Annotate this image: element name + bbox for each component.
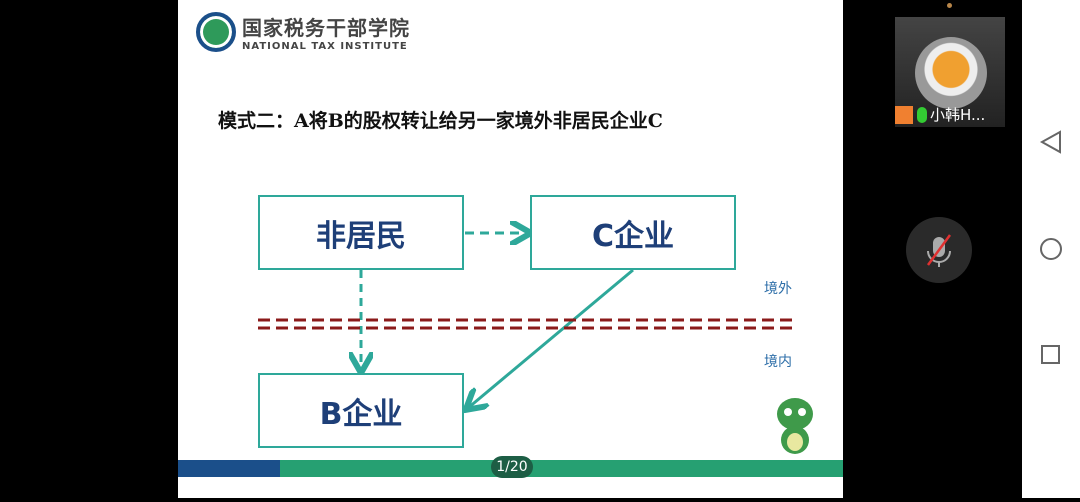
- participant-tile[interactable]: 小韩H...: [895, 17, 1005, 127]
- mute-button[interactable]: [906, 217, 972, 283]
- label-overseas: 境外: [764, 281, 792, 297]
- recents-icon: [1041, 345, 1060, 364]
- camera-dot: [947, 3, 952, 8]
- home-icon: [1040, 238, 1062, 260]
- logo: 国家税务干部学院 NATIONAL TAX INSTITUTE: [196, 12, 410, 52]
- user-icon: [895, 105, 913, 124]
- logo-en: NATIONAL TAX INSTITUTE: [242, 41, 408, 52]
- mic-off-icon: [926, 234, 952, 267]
- seal-icon: [196, 12, 236, 52]
- label-domestic: 境内: [764, 354, 792, 370]
- box-c-company: C企业: [530, 195, 736, 270]
- avatar: [915, 37, 987, 109]
- dragon-mascot-icon: [777, 398, 813, 454]
- back-icon: [1039, 130, 1061, 154]
- diagram-lines: [258, 0, 798, 498]
- slide-title: 模式二：A将B的股权转让给另一家境外非居民企业C: [218, 110, 663, 132]
- arrow-c-to-b: [468, 268, 634, 408]
- box-b-company: B企业: [258, 373, 464, 448]
- logo-cn: 国家税务干部学院: [242, 16, 410, 40]
- android-nav-bar: [1022, 0, 1080, 498]
- mic-icon: [917, 106, 927, 123]
- participant-name: 小韩H...: [930, 106, 986, 124]
- slide: 国家税务干部学院 NATIONAL TAX INSTITUTE 模式二：A将B的…: [178, 0, 843, 498]
- page-indicator: 1/20: [491, 456, 533, 478]
- box-nonresident: 非居民: [258, 195, 464, 270]
